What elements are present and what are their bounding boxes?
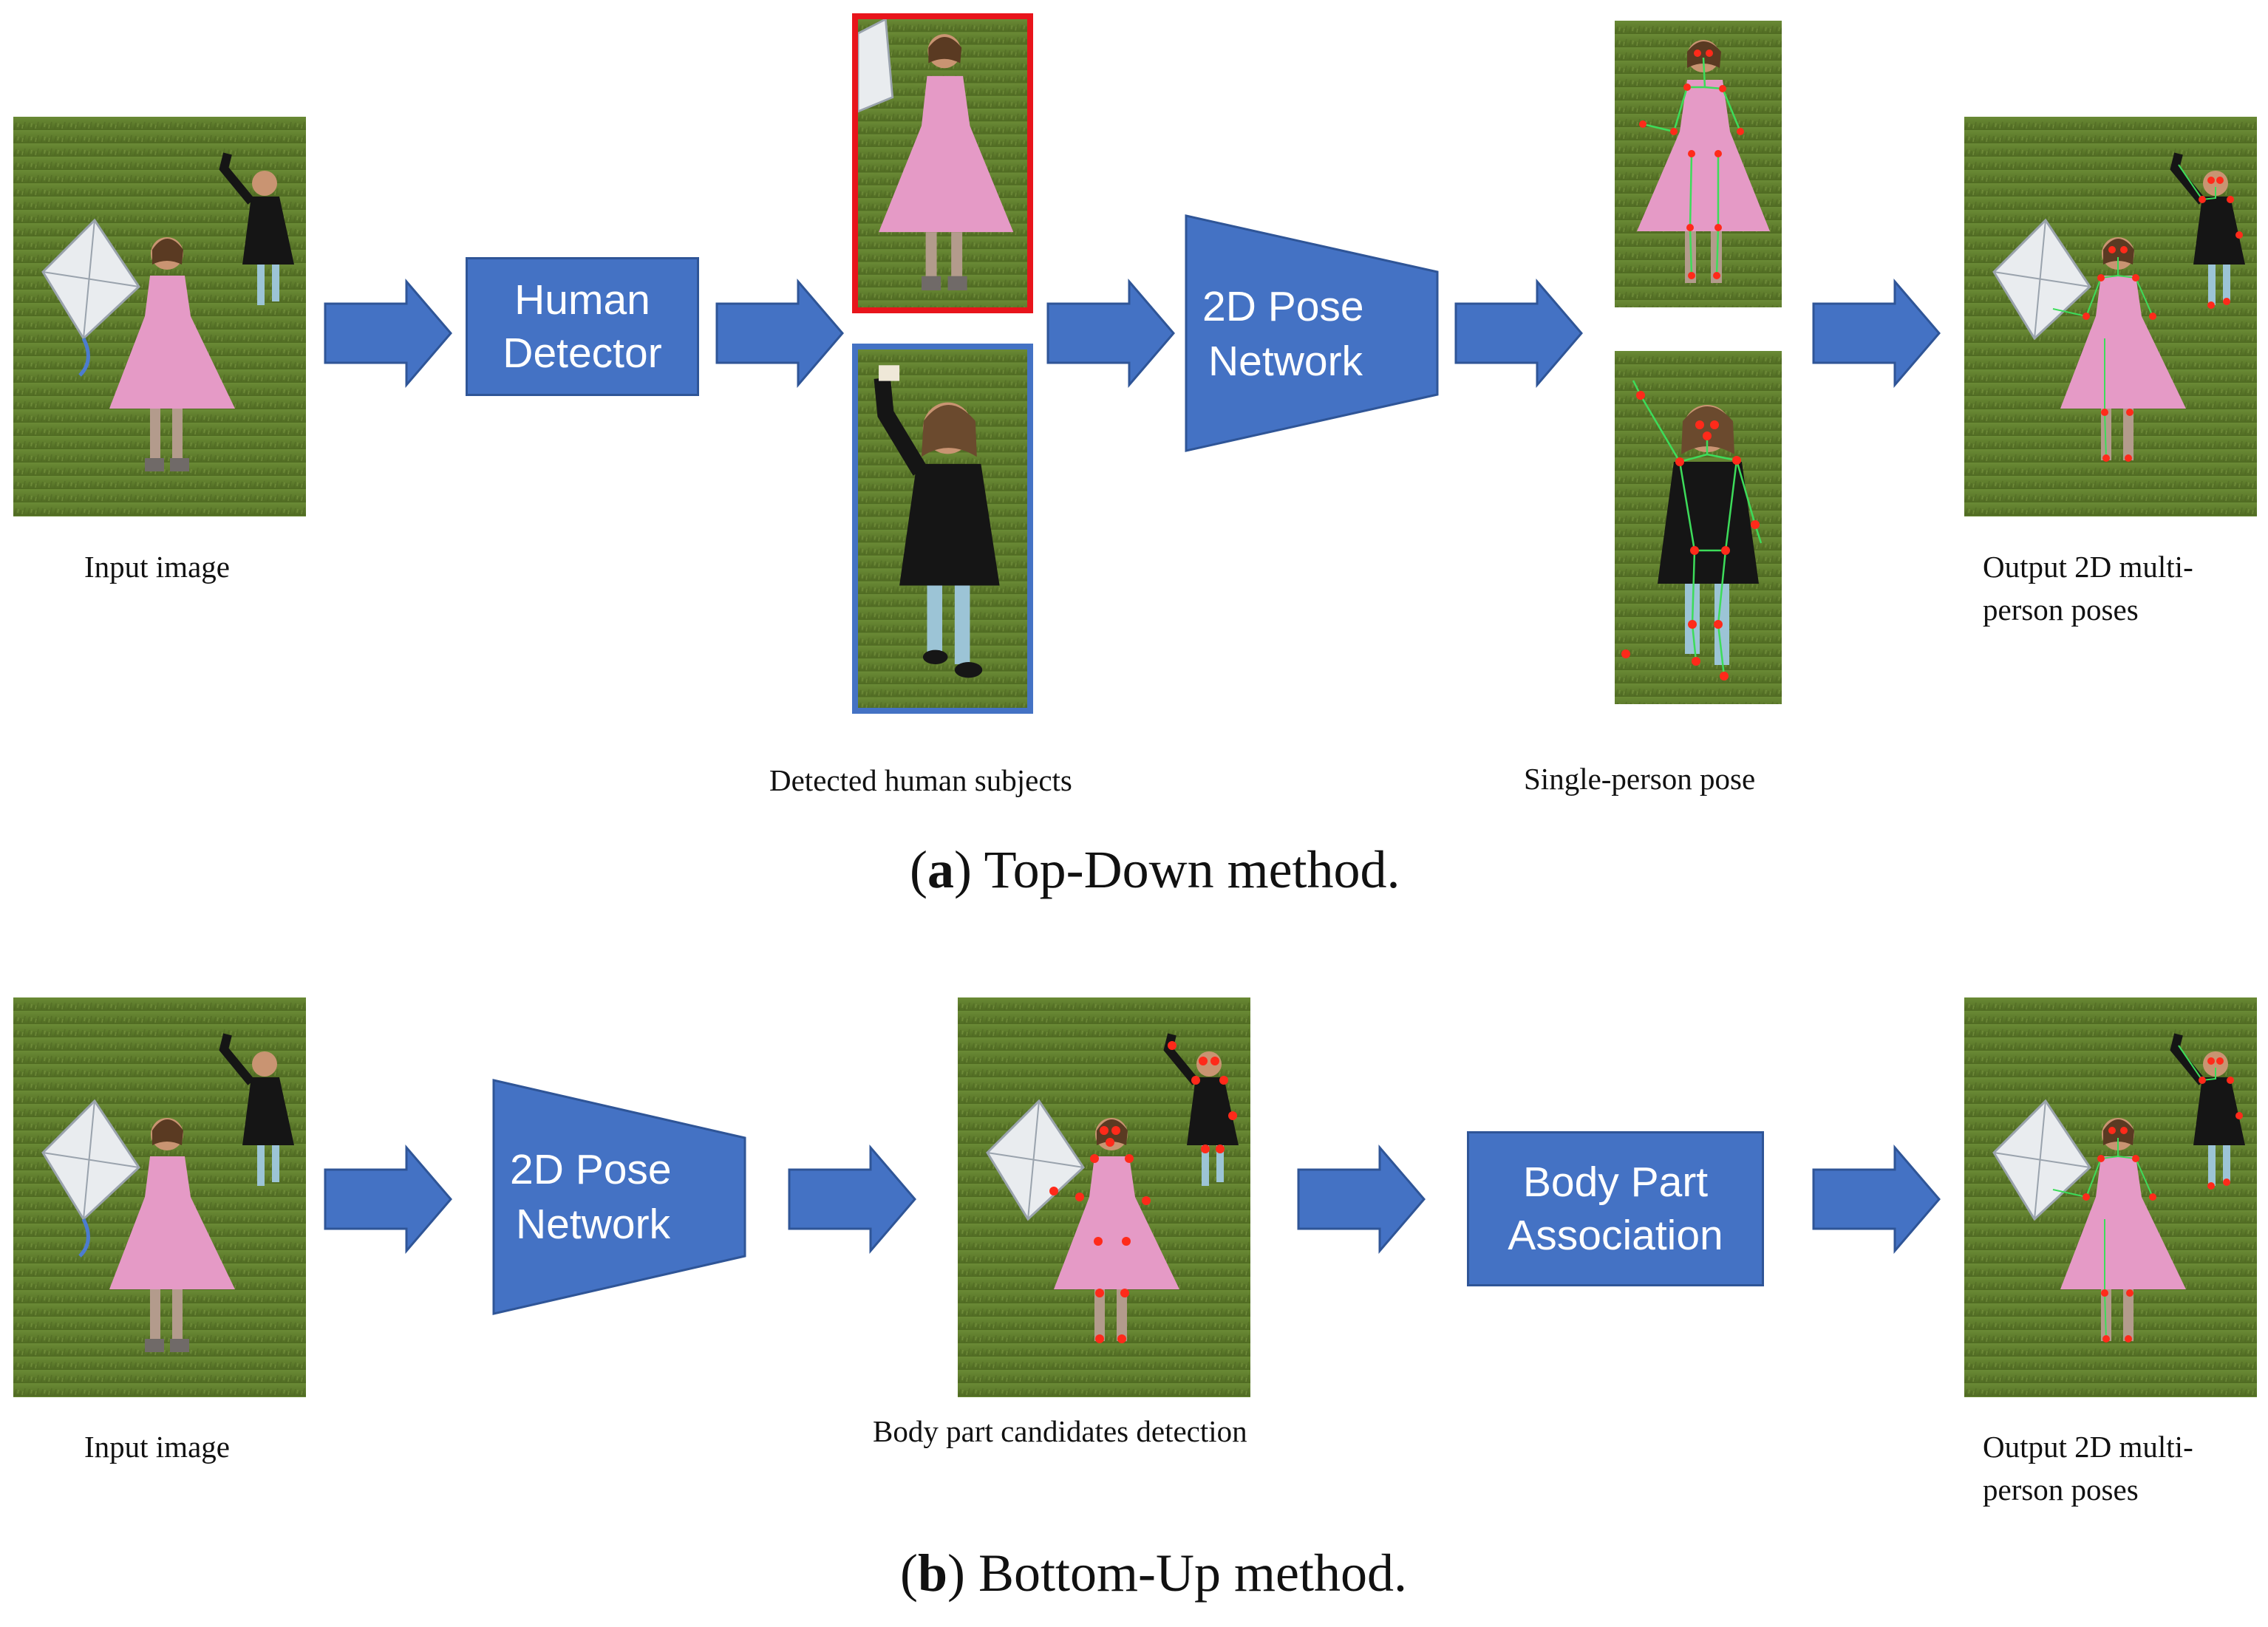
output-label-b-line1: Output 2D multi- xyxy=(1983,1430,2193,1464)
body-part-association-block: Body Part Association xyxy=(1467,1131,1764,1286)
pose-network-label-line1-b: 2D Pose xyxy=(510,1146,672,1193)
subcaption-a: (a) Top-Down method. xyxy=(910,840,1400,899)
pose-network-label-line2-a: Network xyxy=(1208,338,1363,385)
pose-network-label-line2-b: Network xyxy=(516,1201,671,1248)
pose-network-block-b: 2D Pose Network xyxy=(492,1079,746,1315)
human-detector-label-line2: Detector xyxy=(503,330,662,377)
arrow-icon xyxy=(1295,1139,1428,1260)
single-person-pose-crop-1 xyxy=(1615,21,1782,307)
arrow-icon xyxy=(713,273,846,394)
detected-subject-blue-crop xyxy=(852,344,1033,714)
single-person-pose-crop-2 xyxy=(1615,351,1782,704)
output-poses-photo-b xyxy=(1964,997,2257,1397)
pose-network-label-line1-a: 2D Pose xyxy=(1202,283,1364,330)
association-label-line1: Body Part xyxy=(1522,1159,1709,1206)
input-image-label-a: Input image xyxy=(84,550,230,584)
output-label-a: Output 2D multi- person poses xyxy=(1983,545,2193,631)
arrow-icon xyxy=(786,1139,919,1260)
output-label-b: Output 2D multi- person poses xyxy=(1983,1425,2193,1511)
input-image-photo xyxy=(13,117,306,516)
human-detector-block: Human Detector xyxy=(466,257,699,396)
output-label-b-line2: person poses xyxy=(1983,1473,2139,1507)
arrow-icon xyxy=(1452,273,1585,394)
body-part-candidates-label: Body part candidates detection xyxy=(873,1414,1247,1448)
pose-network-block-a: 2D Pose Network xyxy=(1185,214,1439,452)
detected-subjects-label: Detected human subjects xyxy=(769,763,1072,797)
subcaption-b-letter: b xyxy=(917,1544,948,1603)
arrow-icon xyxy=(1810,1139,1943,1260)
subcaption-b-text: Bottom-Up method. xyxy=(978,1544,1407,1603)
arrow-icon xyxy=(321,1139,454,1260)
subcaption-b: (b) Bottom-Up method. xyxy=(900,1544,1407,1603)
arrow-icon xyxy=(1044,273,1177,394)
subcaption-a-letter: a xyxy=(927,840,954,899)
detected-subject-red-crop xyxy=(852,13,1033,313)
association-label-line2: Association xyxy=(1508,1212,1723,1259)
arrow-icon xyxy=(321,273,454,394)
human-detector-label-line1: Human xyxy=(514,276,650,324)
subcaption-a-text: Top-Down method. xyxy=(984,840,1400,899)
input-image-label-b: Input image xyxy=(84,1430,230,1464)
output-label-a-line2: person poses xyxy=(1983,593,2139,627)
input-image-photo xyxy=(13,997,306,1397)
output-label-a-line1: Output 2D multi- xyxy=(1983,550,2193,584)
arrow-icon xyxy=(1810,273,1943,394)
body-part-candidates-photo xyxy=(958,997,1250,1397)
single-person-pose-label: Single-person pose xyxy=(1524,762,1756,796)
output-poses-photo-a xyxy=(1964,117,2257,516)
